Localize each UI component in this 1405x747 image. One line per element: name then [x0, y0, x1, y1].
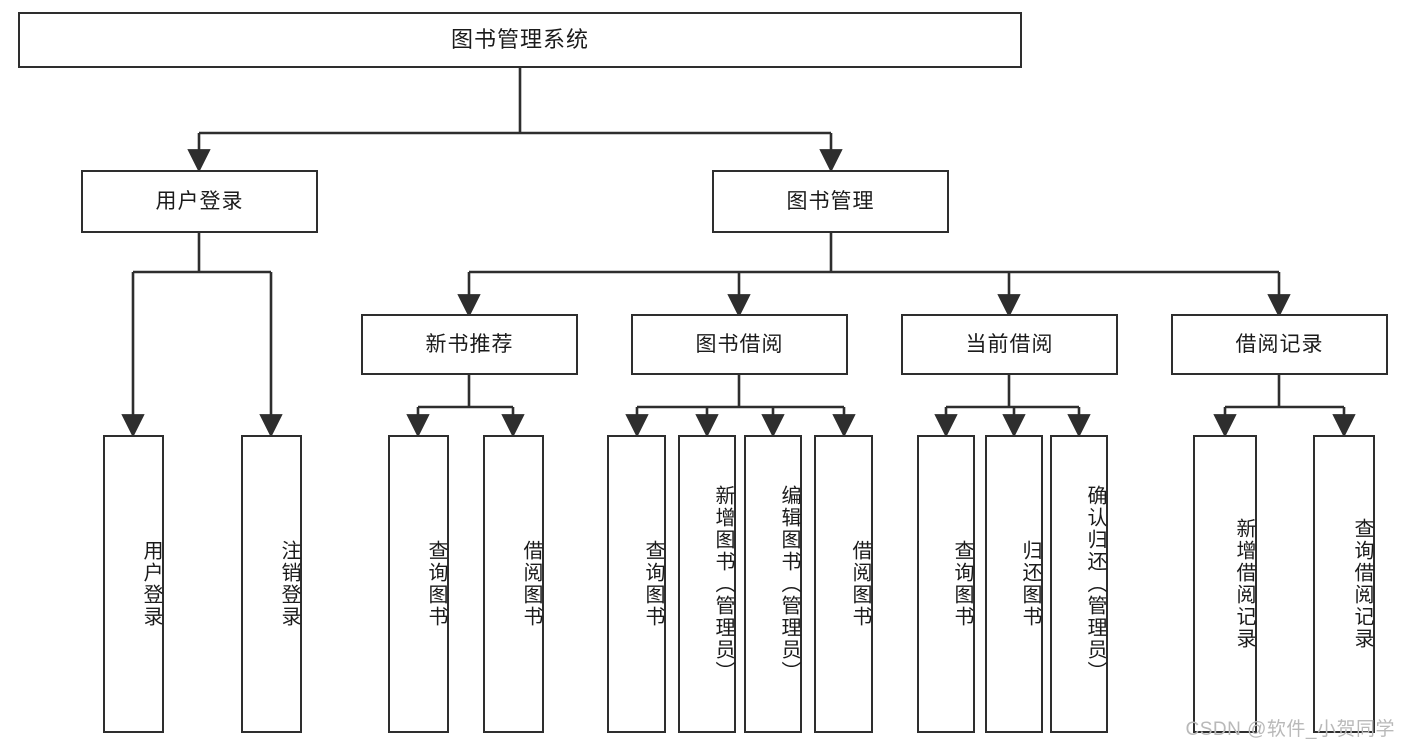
- node-book-management[interactable]: 图书管理: [712, 170, 949, 233]
- leaf-label: 新增借阅记录: [1233, 518, 1255, 650]
- node-book-borrow-label: 图书借阅: [695, 332, 784, 356]
- leaf-label: 查询借阅记录: [1351, 518, 1373, 650]
- leaf-label: 借阅图书: [520, 540, 542, 628]
- node-user-login-label: 用户登录: [155, 189, 244, 213]
- node-root-label: 图书管理系统: [450, 26, 589, 52]
- leaf-current-query[interactable]: 查询图书: [917, 435, 975, 733]
- node-borrow-record[interactable]: 借阅记录: [1171, 314, 1388, 375]
- leaf-borrow-edit-book[interactable]: 编辑图书（管理员）: [744, 435, 802, 733]
- leaf-borrow-query[interactable]: 查询图书: [607, 435, 666, 733]
- leaf-current-confirm-return[interactable]: 确认归还（管理员）: [1050, 435, 1108, 733]
- leaf-user-login-signin[interactable]: 用户登录: [103, 435, 164, 733]
- node-book-borrow[interactable]: 图书借阅: [631, 314, 848, 375]
- leaf-record-add[interactable]: 新增借阅记录: [1193, 435, 1257, 733]
- leaf-label: 归还图书: [1019, 540, 1041, 628]
- leaf-label: 借阅图书: [849, 540, 871, 628]
- leaf-label: 查询图书: [951, 540, 973, 628]
- leaf-label: 编辑图书（管理员）: [778, 485, 800, 683]
- watermark: CSDN @软件_小贺同学: [1185, 719, 1395, 740]
- node-new-book-recommend-label: 新书推荐: [425, 332, 514, 356]
- node-current-borrow[interactable]: 当前借阅: [901, 314, 1118, 375]
- leaf-new-book-query[interactable]: 查询图书: [388, 435, 449, 733]
- leaf-label: 用户登录: [140, 540, 162, 628]
- leaf-label: 新增图书（管理员）: [712, 485, 734, 683]
- node-user-login[interactable]: 用户登录: [81, 170, 318, 233]
- leaf-current-return[interactable]: 归还图书: [985, 435, 1043, 733]
- node-borrow-record-label: 借阅记录: [1235, 332, 1324, 356]
- leaf-new-book-borrow[interactable]: 借阅图书: [483, 435, 544, 733]
- leaf-user-login-signout[interactable]: 注销登录: [241, 435, 302, 733]
- leaf-label: 确认归还（管理员）: [1084, 485, 1106, 683]
- leaf-record-query[interactable]: 查询借阅记录: [1313, 435, 1375, 733]
- leaf-label: 查询图书: [425, 540, 447, 628]
- node-new-book-recommend[interactable]: 新书推荐: [361, 314, 578, 375]
- leaf-label: 查询图书: [642, 540, 664, 628]
- node-current-borrow-label: 当前借阅: [965, 332, 1054, 356]
- node-book-management-label: 图书管理: [786, 189, 875, 213]
- leaf-borrow-borrow-book[interactable]: 借阅图书: [814, 435, 873, 733]
- node-root[interactable]: 图书管理系统: [18, 12, 1022, 68]
- leaf-borrow-add-book[interactable]: 新增图书（管理员）: [678, 435, 736, 733]
- leaf-label: 注销登录: [278, 540, 300, 628]
